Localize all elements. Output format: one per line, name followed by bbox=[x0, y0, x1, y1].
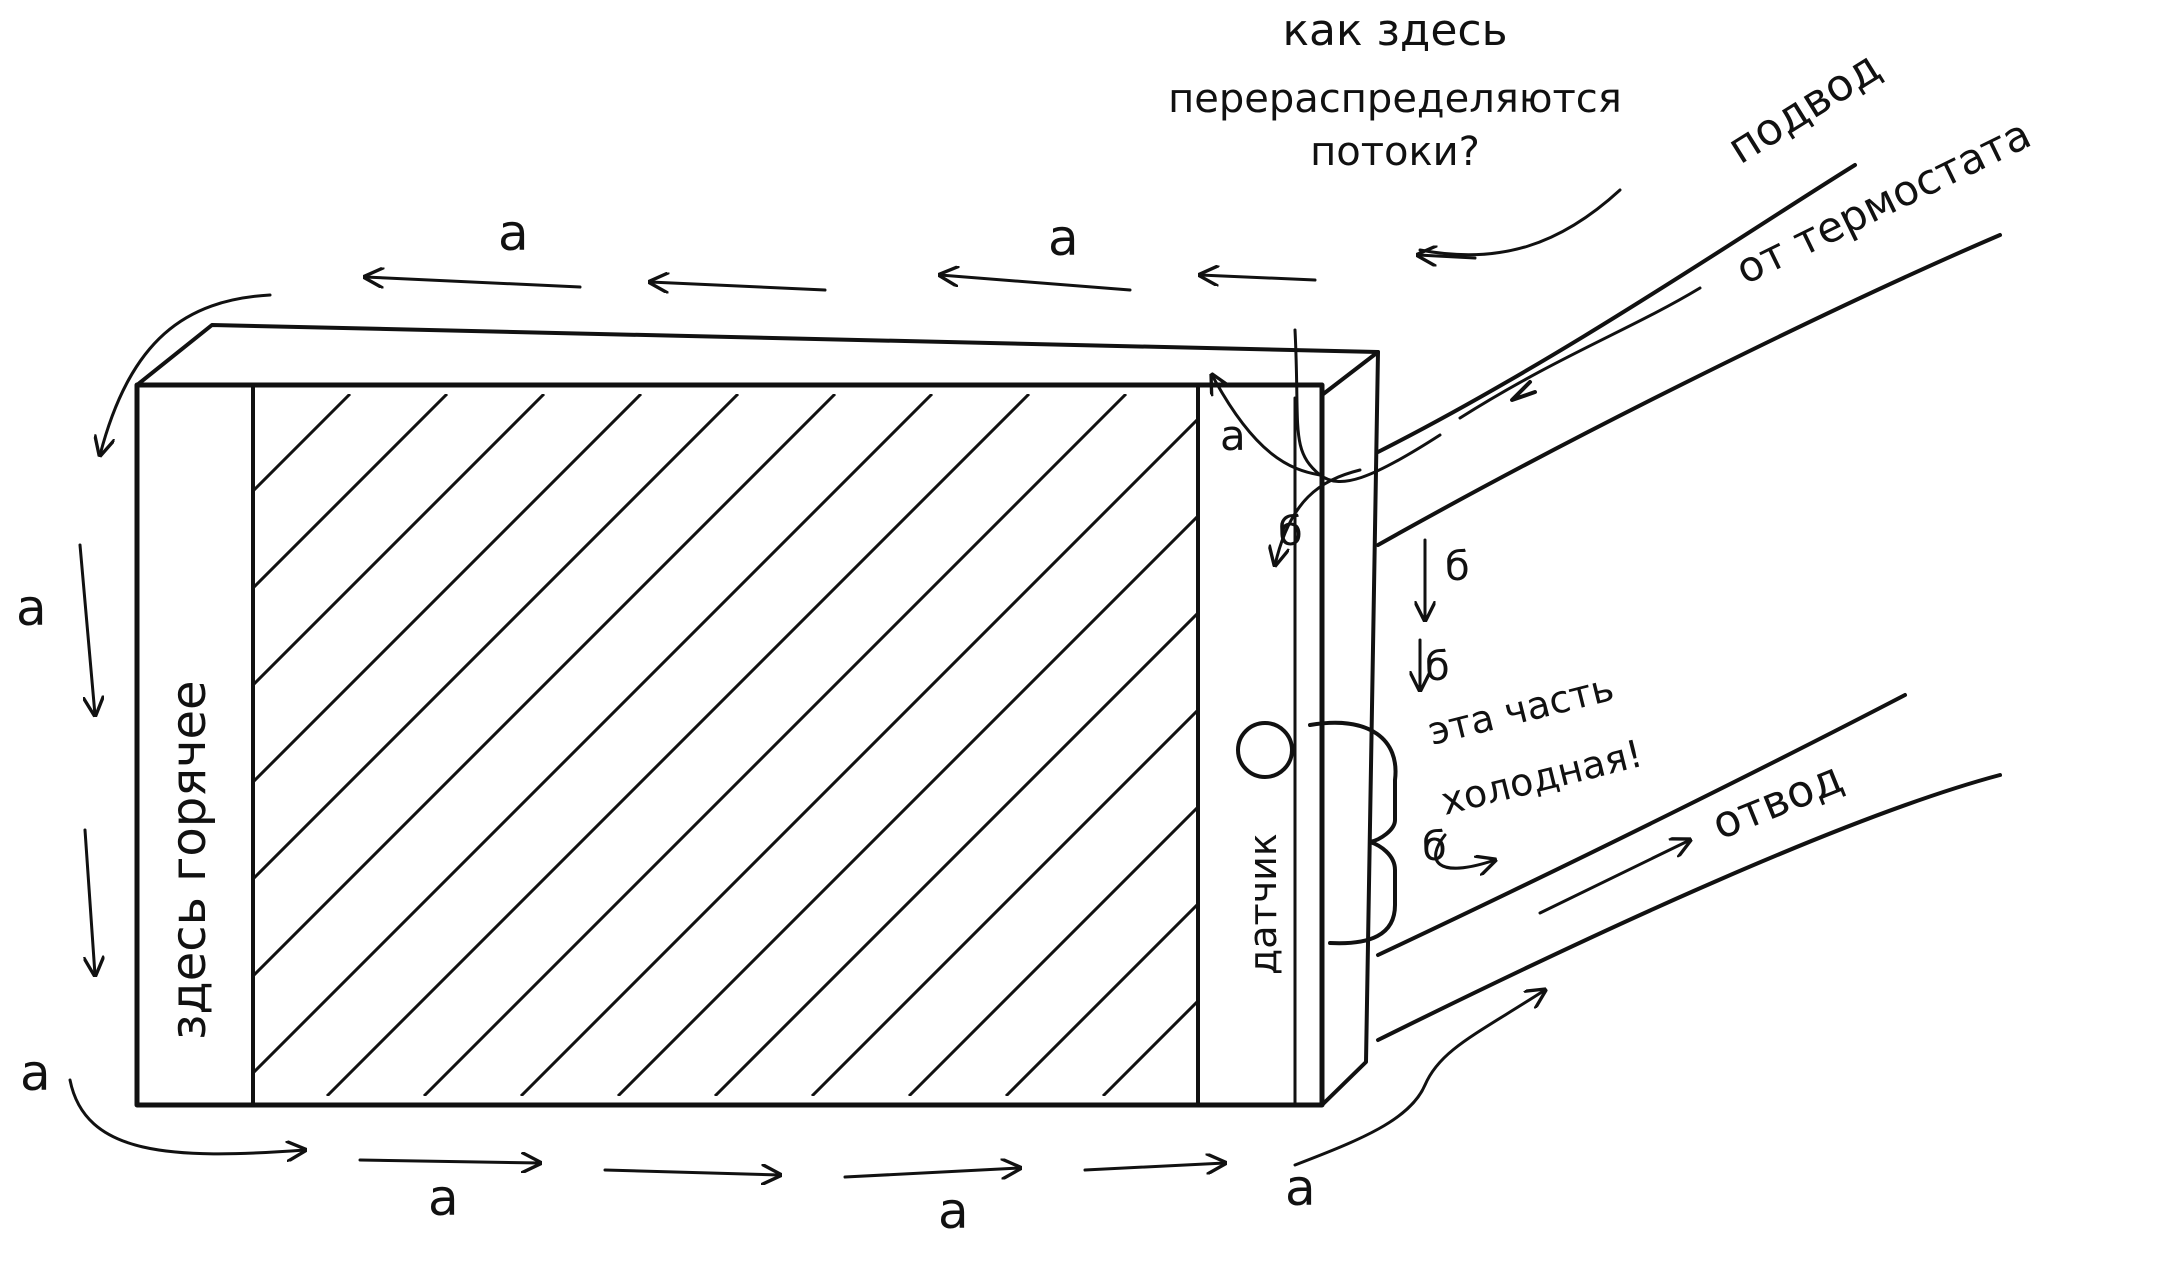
flow-a-up-arrow bbox=[1212, 375, 1322, 477]
hatch-line bbox=[253, 394, 740, 882]
sensor-circle bbox=[1236, 721, 1294, 779]
question-line-2: перераспределяются bbox=[1168, 76, 1622, 122]
outlet-flow-arrow bbox=[1538, 840, 1690, 915]
flow-a-arrows bbox=[68, 188, 1622, 1177]
hatch-line bbox=[253, 394, 643, 785]
hatch-line bbox=[253, 394, 837, 979]
flow-split-lines bbox=[1212, 328, 1495, 868]
question-pointer-curve bbox=[1418, 188, 1622, 257]
flow-a-label: а bbox=[1285, 1159, 1316, 1217]
flow-a-label: а bbox=[16, 579, 47, 637]
flow-b-label: б bbox=[1422, 824, 1447, 870]
flow-a-labels: а а а а а а а а bbox=[16, 204, 1316, 1240]
hatch-line bbox=[616, 513, 1198, 1096]
flow-b-label: б bbox=[1278, 509, 1303, 555]
flow-a-label: а bbox=[1048, 209, 1079, 267]
cold-note-line-1: эта часть bbox=[1424, 665, 1619, 754]
hatch-line bbox=[1004, 901, 1198, 1096]
flow-b-label: б bbox=[1425, 644, 1450, 690]
flow-b-labels: б б б б bbox=[1278, 509, 1470, 870]
radiator-side-face bbox=[1320, 350, 1380, 1107]
hatch-line bbox=[253, 394, 934, 1076]
hatch-line bbox=[907, 804, 1198, 1096]
flow-a-label: а bbox=[20, 1044, 51, 1102]
cold-zone-bracket bbox=[1308, 720, 1398, 946]
flow-a-label: а bbox=[1220, 411, 1246, 460]
flow-b-label: б bbox=[1445, 544, 1470, 590]
question-line-1: как здесь bbox=[1282, 5, 1507, 56]
hatch-line bbox=[422, 394, 1128, 1096]
hatch-line bbox=[519, 416, 1198, 1096]
question-text: как здесь перераспределяются потоки? bbox=[1168, 5, 1622, 175]
inlet-flow-arrow bbox=[1458, 286, 1702, 420]
flow-a-label: а bbox=[498, 204, 529, 262]
radiator-body bbox=[134, 323, 1380, 1108]
hatch-line bbox=[713, 610, 1198, 1096]
question-line-3: потоки? bbox=[1310, 129, 1480, 175]
flow-b-down-arrow bbox=[1275, 468, 1362, 565]
hatch-line bbox=[325, 394, 1031, 1096]
hatch-line bbox=[253, 394, 546, 688]
radiator-top-face bbox=[135, 323, 1380, 397]
hot-zone-label: здесь горячее bbox=[161, 680, 217, 1040]
inlet-pipe bbox=[1376, 163, 2002, 547]
sensor-label: датчик bbox=[1241, 833, 1285, 975]
flow-a-label: а bbox=[428, 1169, 459, 1227]
hatch-line bbox=[253, 394, 449, 591]
hatch-line bbox=[810, 707, 1198, 1096]
inlet-label: подвод bbox=[1719, 41, 1890, 174]
radiator-front-face bbox=[134, 382, 1325, 1108]
outlet-pipe bbox=[1376, 693, 2002, 1042]
radiator-core-hatching bbox=[253, 394, 1198, 1096]
flow-a-label: а bbox=[938, 1182, 969, 1240]
